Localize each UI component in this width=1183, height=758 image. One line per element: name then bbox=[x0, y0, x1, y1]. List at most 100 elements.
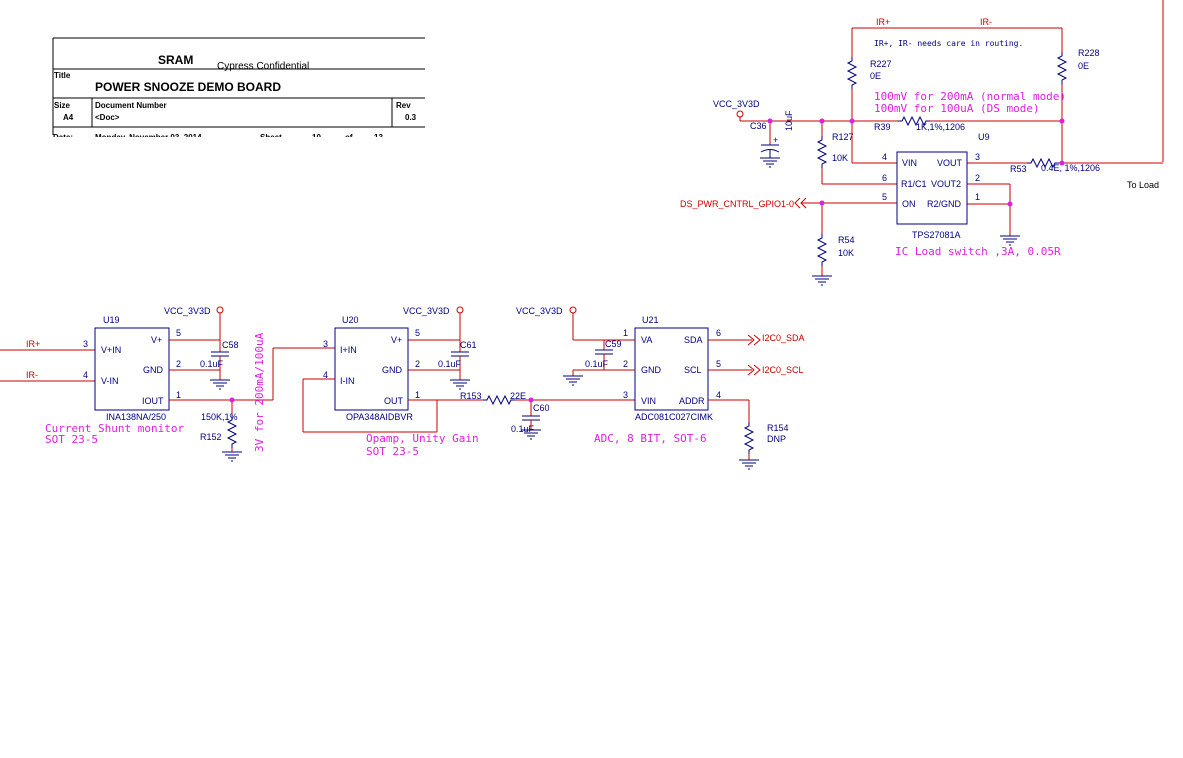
normal-mode-note: 100mV for 200mA (normal mode) bbox=[874, 90, 1066, 103]
u9-pin-vout2: VOUT2 bbox=[931, 179, 961, 189]
junction-dot bbox=[1059, 118, 1065, 124]
u19-part: INA138NA/250 bbox=[106, 412, 166, 422]
u9-pin5: 5 bbox=[882, 192, 887, 202]
c36-ref: C36 bbox=[750, 121, 767, 131]
shunt-note-1: Current Shunt monitor bbox=[45, 422, 184, 435]
u19-pin2: 2 bbox=[176, 359, 181, 369]
u20-pin4: 4 bbox=[323, 370, 328, 380]
u19-net-ir-plus: IR+ bbox=[26, 339, 40, 349]
u20-pin-vp: V+ bbox=[391, 335, 402, 345]
net-ir-minus-label: IR- bbox=[980, 17, 992, 27]
u20-pin-ipin: I+IN bbox=[340, 345, 357, 355]
net-i2c-sda-label: I2C0_SDA bbox=[762, 333, 805, 343]
u21-pin-gnd: GND bbox=[641, 365, 662, 375]
r154-value: DNP bbox=[767, 434, 786, 444]
u9-part: TPS27081A bbox=[912, 230, 961, 240]
rev-value: 0.3 bbox=[405, 113, 417, 122]
net-ir-plus-label: IR+ bbox=[876, 17, 890, 27]
r152-value: 150K,1% bbox=[201, 412, 238, 422]
u21-pin3: 3 bbox=[623, 390, 628, 400]
u9-pin1: 1 bbox=[975, 192, 980, 202]
r39-ref: R39 bbox=[874, 122, 891, 132]
shunt-note-2: SOT 23-5 bbox=[45, 433, 98, 446]
c60-value: 0.1uF bbox=[511, 424, 535, 434]
r152-ref: R152 bbox=[200, 432, 222, 442]
date-label: Date: bbox=[53, 133, 73, 142]
r53-value: 0.4E, 1%,1206 bbox=[1041, 163, 1100, 173]
u20-ic bbox=[334, 327, 409, 411]
u9-pin-vout: VOUT bbox=[937, 158, 963, 168]
u20-section: U20 I+IN I-IN V+ GND OUT 3 4 5 2 1 OPA34… bbox=[302, 306, 635, 458]
u19-ref: U19 bbox=[103, 315, 120, 325]
u19-pin-vpin: V+IN bbox=[101, 345, 121, 355]
sheet-total: 13 bbox=[374, 133, 383, 142]
docnum-value: <Doc> bbox=[95, 113, 120, 122]
u21-part: ADC081C027CIMK bbox=[635, 412, 713, 422]
u21-ref: U21 bbox=[642, 315, 659, 325]
r153-ref: R153 bbox=[460, 391, 482, 401]
size-label: Size bbox=[54, 101, 71, 110]
c60-ref: C60 bbox=[533, 403, 550, 413]
c58-value: 0.1uF bbox=[200, 359, 224, 369]
u20-vcc-label: VCC_3V3D bbox=[403, 306, 450, 316]
u19-pin-vmin: V-IN bbox=[101, 376, 119, 386]
u20-ref: U20 bbox=[342, 315, 359, 325]
c61-ref: C61 bbox=[460, 340, 477, 350]
u20-pin2: 2 bbox=[415, 359, 420, 369]
junction-dot bbox=[1059, 160, 1065, 166]
u9-vcc-label: VCC_3V3D bbox=[713, 99, 760, 109]
u19-pin-gnd: GND bbox=[143, 365, 164, 375]
u9-pin-vin: VIN bbox=[902, 158, 917, 168]
u21-ic bbox=[634, 327, 709, 411]
u21-pin4: 4 bbox=[716, 390, 721, 400]
routing-note: IR+, IR- needs care in routing. bbox=[874, 39, 1023, 48]
r127-value: 10K bbox=[832, 153, 848, 163]
u9-pin-r2gnd: R2/GND bbox=[927, 199, 962, 209]
u20-pin5: 5 bbox=[415, 328, 420, 338]
u21-pin-addr: ADDR bbox=[679, 396, 705, 406]
u19-pin-iout: IOUT bbox=[142, 396, 164, 406]
docnum-label: Document Number bbox=[95, 101, 167, 110]
junction-dot bbox=[1007, 201, 1013, 207]
u19-pin4: 4 bbox=[83, 370, 88, 380]
u20-pin3: 3 bbox=[323, 339, 328, 349]
net-i2c-scl-label: I2C0_SCL bbox=[762, 365, 804, 375]
u19-net-ir-minus: IR- bbox=[26, 370, 38, 380]
opamp-note-2: SOT 23-5 bbox=[366, 445, 419, 458]
title-label: Title bbox=[54, 71, 71, 80]
u21-pin-vin: VIN bbox=[641, 396, 656, 406]
c61-value: 0.1uF bbox=[438, 359, 462, 369]
u9-pin6: 6 bbox=[882, 173, 887, 183]
u9-pin-on: ON bbox=[902, 199, 916, 209]
u21-pin2: 2 bbox=[623, 359, 628, 369]
r228-value: 0E bbox=[1078, 61, 1089, 71]
u21-vcc-label: VCC_3V3D bbox=[516, 306, 563, 316]
u20-pin-gnd: GND bbox=[382, 365, 403, 375]
u19-pin3: 3 bbox=[83, 339, 88, 349]
r54-value: 10K bbox=[838, 248, 854, 258]
u21-pin6: 6 bbox=[716, 328, 721, 338]
u19-pin1: 1 bbox=[176, 390, 181, 400]
title-block: SRAM Cypress Confidential Title POWER SN… bbox=[52, 37, 425, 142]
r127-ref: R127 bbox=[832, 132, 854, 142]
junction-dot bbox=[528, 397, 534, 403]
r154-ref: R154 bbox=[767, 423, 789, 433]
u9-ref: U9 bbox=[978, 132, 990, 142]
c36-polarity: + bbox=[773, 135, 778, 145]
u21-pin1: 1 bbox=[623, 328, 628, 338]
confidential-label: Cypress Confidential bbox=[217, 61, 309, 72]
u9-pin4: 4 bbox=[882, 152, 887, 162]
sheet-value: 10 bbox=[312, 133, 321, 142]
size-value: A4 bbox=[63, 113, 74, 122]
to-load-label: To Load bbox=[1127, 180, 1159, 190]
c58-ref: C58 bbox=[222, 340, 239, 350]
u9-pin3: 3 bbox=[975, 152, 980, 162]
u9-pin-r1c1: R1/C1 bbox=[901, 179, 927, 189]
r54-ref: R54 bbox=[838, 235, 855, 245]
net-ds-pwr-label: DS_PWR_CNTRL_GPIO1-0 bbox=[680, 199, 794, 209]
r53-ref: R53 bbox=[1010, 164, 1027, 174]
u19-ic bbox=[94, 327, 170, 411]
u21-section: U21 VA GND VIN SDA SCL ADDR 1 2 3 6 5 4 … bbox=[516, 306, 805, 470]
of-label: of bbox=[345, 133, 353, 142]
